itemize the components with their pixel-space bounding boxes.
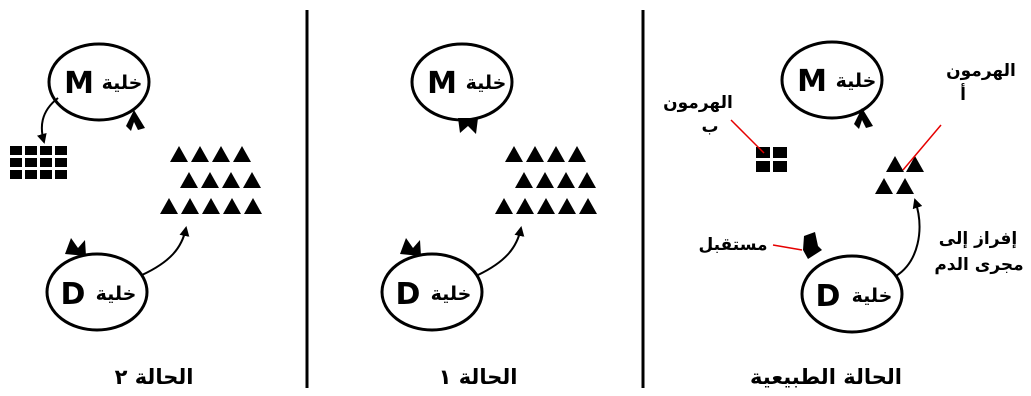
m-cell xyxy=(47,42,151,122)
hormone-b-label-letter: ب xyxy=(701,117,718,137)
panel-normal: خلية M الهرمون ب الهرمون أ مستقبل إفراز … xyxy=(663,40,1024,389)
secretion-arrow xyxy=(141,226,190,276)
d-cell xyxy=(800,254,904,334)
d-cell-letter: D xyxy=(61,277,86,312)
panel-case-2: خلية M خلية D الحالة ٢ xyxy=(10,42,262,389)
hormone-b-pointer xyxy=(730,119,765,154)
secretion-arrow xyxy=(36,97,59,144)
d-cell-word: خلية xyxy=(96,283,137,305)
secretion-arrow xyxy=(895,198,923,277)
receptor-icon xyxy=(458,118,478,134)
d-cell xyxy=(45,252,149,332)
panel-title: الحالة ٢ xyxy=(115,365,194,389)
m-cell-letter: M xyxy=(64,66,94,101)
hormone-a-molecules xyxy=(160,146,262,214)
secretion-arrow xyxy=(477,226,525,276)
m-cell xyxy=(780,40,884,120)
m-cell-word: خلية xyxy=(836,70,877,92)
receptor-icon xyxy=(400,238,421,256)
receptor-pointer xyxy=(772,244,803,251)
panel-title: الحالة الطبيعية xyxy=(750,365,902,389)
receptor-icon xyxy=(65,238,86,256)
secretion-label: إفراز إلى xyxy=(939,229,1017,249)
hormone-a-pointer xyxy=(902,124,942,171)
receptor-label: مستقبل xyxy=(698,235,767,255)
receptor-icon xyxy=(854,108,873,129)
m-cell-letter: M xyxy=(427,66,457,101)
d-cell-word: خلية xyxy=(431,283,472,305)
hormone-a-label: الهرمون xyxy=(946,61,1016,81)
d-cell xyxy=(380,252,484,332)
d-cell-letter: D xyxy=(396,277,421,312)
hormone-a-label-letter: أ xyxy=(960,83,966,105)
hormone-b-label: الهرمون xyxy=(663,93,733,113)
panel-title: الحالة ١ xyxy=(439,365,518,389)
hormone-a-molecules xyxy=(875,156,924,194)
m-cell-word: خلية xyxy=(466,72,507,94)
d-cell-letter: D xyxy=(816,279,841,314)
m-cell-word: خلية xyxy=(102,72,143,94)
receptor-icon xyxy=(126,110,145,131)
hormone-b-molecules xyxy=(756,147,787,172)
receptor-icon xyxy=(803,232,822,259)
d-cell-word: خلية xyxy=(852,285,893,307)
m-cell-letter: M xyxy=(797,64,827,99)
hormone-a-molecules xyxy=(495,146,597,214)
secretion-label-line2: مجرى الدم xyxy=(934,255,1023,275)
panel-case-1: خلية M خلية D الحالة ١ xyxy=(380,42,597,389)
hormone-b-molecules xyxy=(10,146,67,179)
